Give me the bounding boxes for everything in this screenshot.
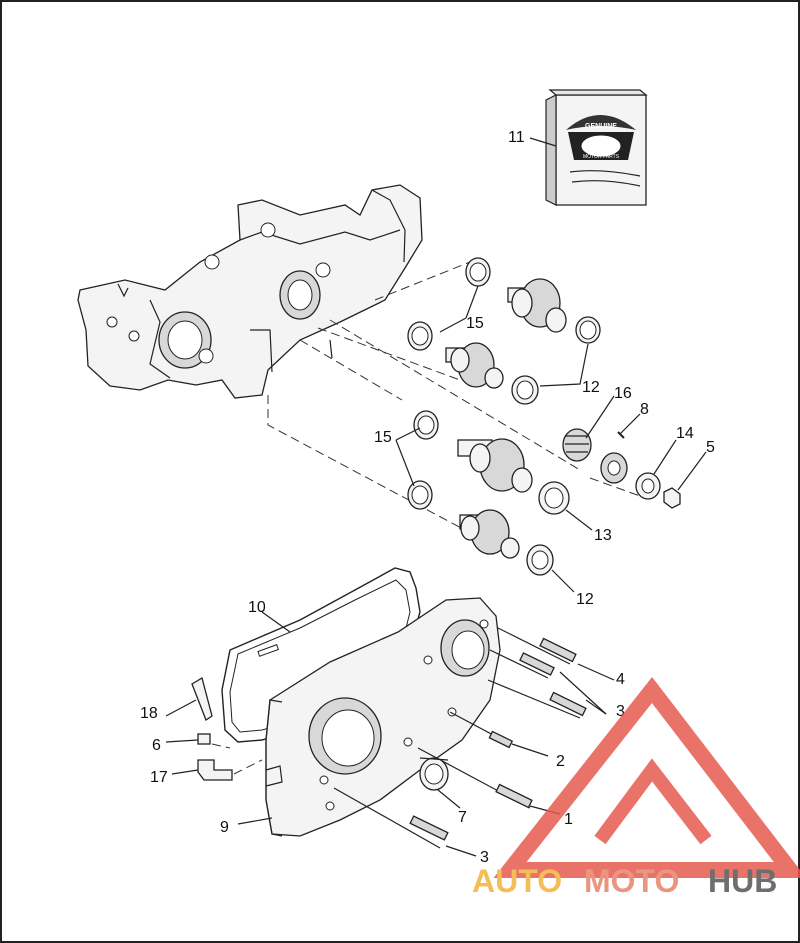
callout-2: 2 [556, 753, 565, 770]
cam-gear-lower [413, 410, 570, 515]
callout-15-lower: 15 [374, 429, 392, 446]
callout-12-upper: 12 [582, 379, 600, 396]
cover-screws [333, 627, 587, 849]
assembly-guide-lines [267, 261, 641, 531]
logo-text-genuine: GENUINE [585, 123, 617, 130]
callout-6: 6 [152, 737, 161, 754]
callout-16: 16 [614, 385, 632, 402]
callout-11: 11 [508, 129, 525, 146]
callout-4: 4 [616, 671, 625, 688]
callout-15-upper: 15 [466, 315, 484, 332]
crankcase [77, 184, 423, 399]
leader-lines [165, 137, 707, 857]
watermark-inner-triangle-icon [594, 758, 712, 845]
callout-3-bottom: 3 [480, 849, 489, 866]
watermark-word-hub: HUB [708, 863, 777, 899]
callout-9: 9 [220, 819, 229, 836]
callout-1: 1 [564, 811, 573, 828]
callout-12-lower: 12 [576, 591, 594, 608]
cam-gear-bottom [407, 480, 554, 576]
genuine-logo-icon: GENUINE MOTOR PARTS [566, 115, 641, 187]
seal-and-fittings [191, 676, 449, 791]
watermark-word-moto: MOTO [584, 863, 679, 899]
cam-gear-upper [465, 257, 601, 344]
cam-gear-middle [407, 321, 539, 405]
callout-numbers: 11 15 12 16 8 14 5 15 13 12 10 4 3 2 1 7… [140, 129, 715, 866]
callout-13: 13 [594, 527, 612, 544]
callout-17: 17 [150, 769, 168, 786]
callout-18: 18 [140, 705, 158, 722]
watermark-word-auto: AUTO [472, 863, 562, 899]
callout-10: 10 [248, 599, 266, 616]
callout-8: 8 [640, 401, 649, 418]
oil-pump-drive-group [562, 428, 681, 509]
cam-cover [265, 597, 501, 837]
automotohub-watermark: AUTO MOTO HUB [472, 676, 800, 899]
callout-7: 7 [458, 809, 467, 826]
watermark-triangle-icon [493, 676, 800, 878]
callout-14: 14 [676, 425, 694, 442]
callout-3-right: 3 [616, 703, 625, 720]
logo-text-motor-parts: MOTOR PARTS [583, 154, 620, 160]
callout-5: 5 [706, 439, 715, 456]
genuine-parts-box: GENUINE MOTOR PARTS [545, 89, 648, 206]
